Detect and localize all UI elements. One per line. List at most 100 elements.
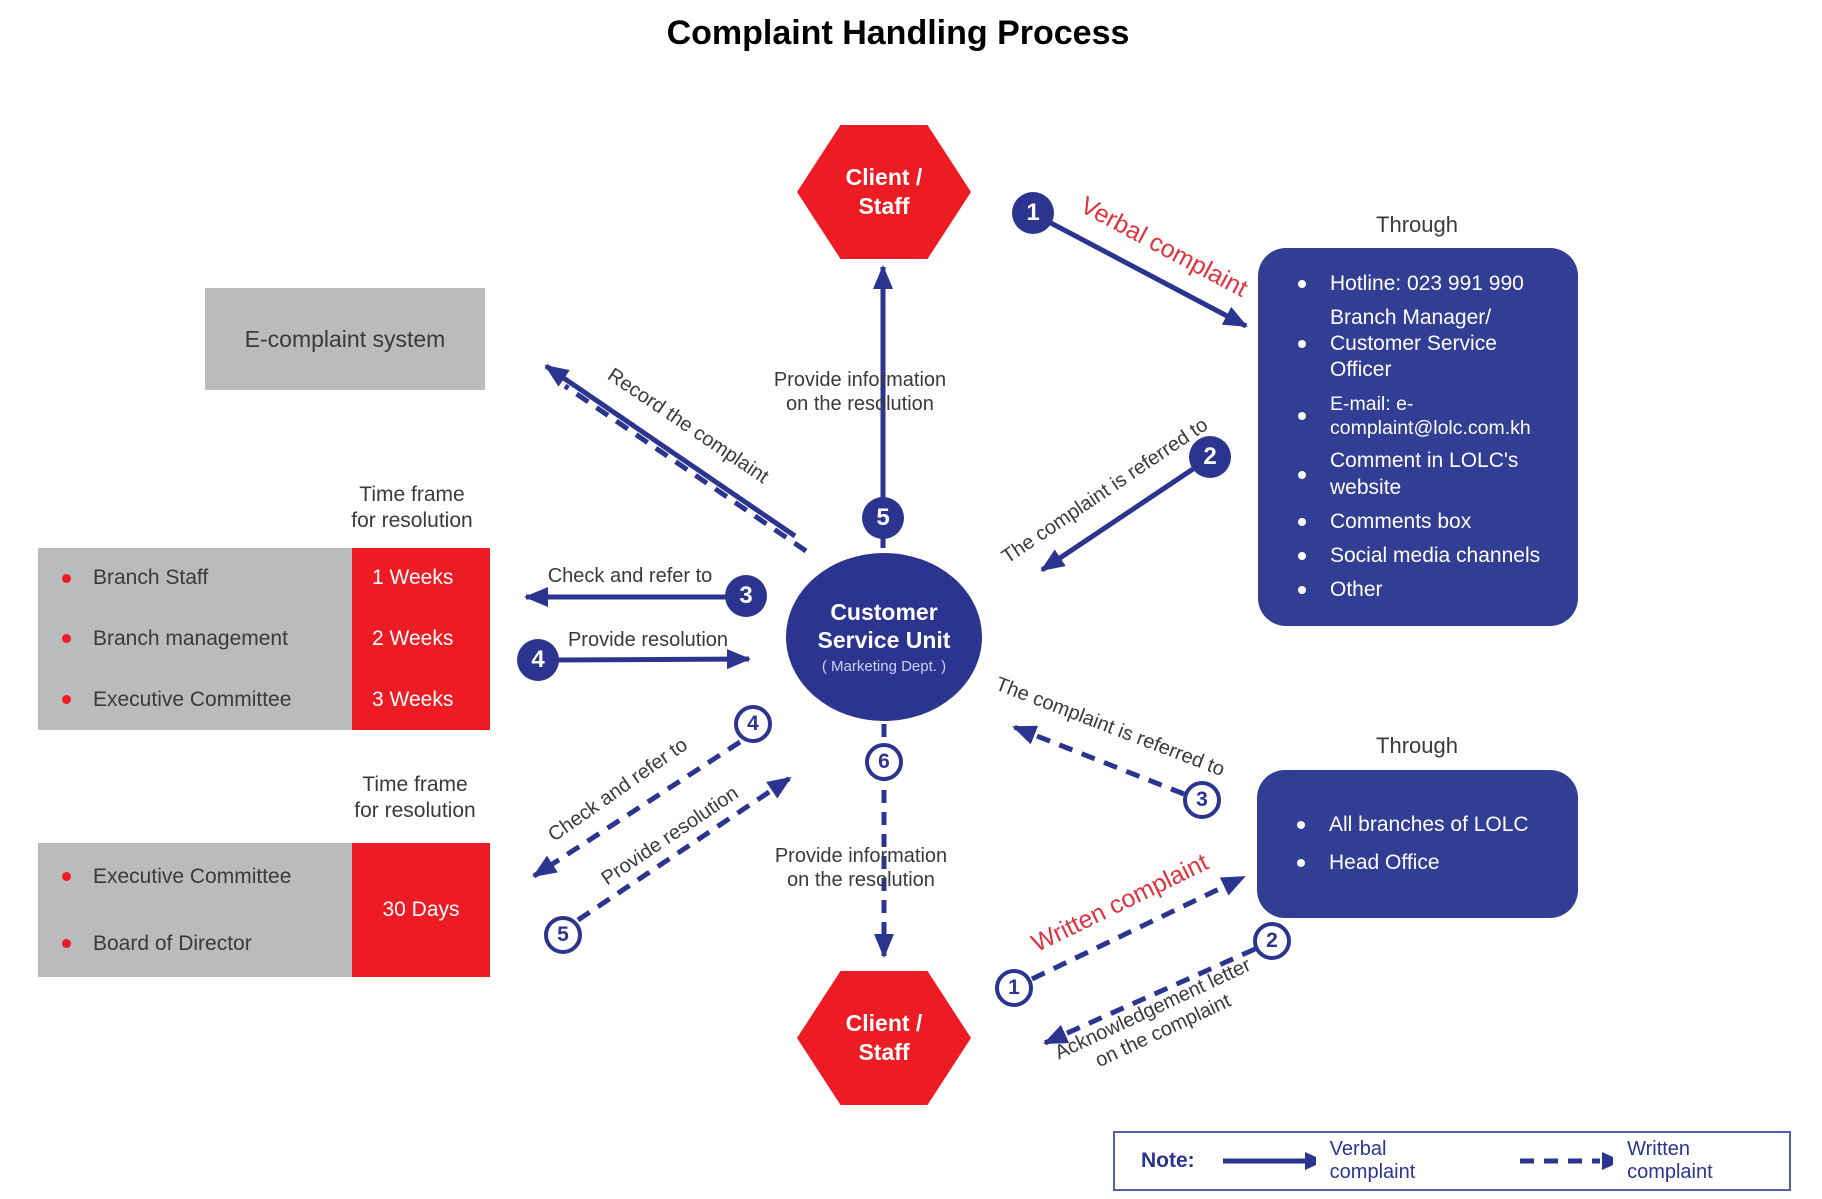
through1-list: Hotline: 023 991 990 Branch Manager/ Cus… bbox=[1258, 263, 1578, 612]
timeframe1-levels: Branch Staff Branch management Executive… bbox=[38, 548, 352, 730]
e-complaint-label: E-complaint system bbox=[244, 325, 446, 352]
e-complaint-system-box: E-complaint system bbox=[205, 288, 485, 390]
bullet-icon bbox=[62, 573, 71, 583]
step-badge-outline-5: 5 bbox=[544, 916, 582, 954]
row-value: 3 Weeks bbox=[372, 687, 454, 711]
step-badge-filled-4: 4 bbox=[517, 639, 559, 681]
check-refer-solid-label: Check and refer to bbox=[547, 565, 713, 587]
written-complaint-label: Written complaint bbox=[1027, 848, 1213, 958]
row-value: 30 Days bbox=[382, 898, 460, 921]
row-label: Branch management bbox=[93, 626, 288, 650]
bullet-icon bbox=[62, 872, 71, 881]
solid-arrow-icon bbox=[1222, 1152, 1316, 1170]
timeframe1-header: Time frame for resolution bbox=[351, 483, 473, 532]
client-staff-label-line2: Staff bbox=[858, 193, 910, 219]
legend-note-label: Note: bbox=[1141, 1149, 1195, 1172]
list-item: Comments box bbox=[1298, 509, 1560, 535]
timeframe1-values: 1 Weeks 2 Weeks 3 Weeks bbox=[352, 548, 490, 730]
bullet-icon bbox=[1298, 470, 1306, 479]
item-label: Social media channels bbox=[1330, 544, 1541, 567]
table-row: Branch management bbox=[38, 627, 352, 651]
legend-written-label: Written complaint bbox=[1627, 1138, 1713, 1183]
table-row: Branch Staff bbox=[38, 566, 352, 590]
verbal-complaint-label: Verbal complaint bbox=[1075, 191, 1253, 303]
page-title: Complaint Handling Process bbox=[666, 14, 1130, 52]
through2-box: All branches of LOLC Head Office bbox=[1257, 770, 1578, 918]
arrow-provide-resolution-solid bbox=[556, 649, 751, 670]
legend-box: Note: Verbal complaint Written complaint bbox=[1113, 1131, 1791, 1191]
bullet-icon bbox=[1298, 340, 1306, 349]
csu-label-line1: Customer bbox=[830, 598, 938, 625]
step-badge-outline-3: 3 bbox=[1183, 781, 1221, 819]
step-badge-filled-3: 3 bbox=[725, 575, 767, 617]
step-badge-outline-4: 4 bbox=[734, 705, 772, 743]
bullet-icon bbox=[62, 695, 71, 705]
referred-to-solid-label: The complaint is referred to bbox=[997, 413, 1213, 569]
step-badge-outline-2: 2 bbox=[1253, 922, 1291, 960]
through2-title: Through bbox=[1376, 733, 1458, 758]
table-row: Board of Director bbox=[38, 932, 352, 956]
through1-box: Hotline: 023 991 990 Branch Manager/ Cus… bbox=[1258, 248, 1578, 626]
csu-label-line2: Service Unit bbox=[817, 626, 951, 653]
timeframe2-header: Time frame for resolution bbox=[354, 773, 476, 822]
timeframe2-table: Executive Committee Board of Director 30… bbox=[38, 843, 490, 977]
item-label: Head Office bbox=[1329, 850, 1440, 874]
bullet-icon bbox=[1297, 821, 1305, 830]
provide-info-top-label: Provide information on the resolution bbox=[773, 369, 947, 415]
provide-resolution-solid-label: Provide resolution bbox=[567, 629, 729, 651]
dashed-arrow-icon bbox=[1520, 1152, 1614, 1170]
list-item: All branches of LOLC bbox=[1297, 812, 1560, 838]
list-item: E-mail: e-complaint@lolc.com.kh bbox=[1298, 392, 1560, 441]
client-staff-bottom-hexagon: Client / Staff bbox=[797, 971, 971, 1105]
bullet-icon bbox=[1297, 858, 1305, 867]
provide-info-bottom-label: Provide information on the resolution bbox=[774, 845, 948, 891]
bullet-icon bbox=[62, 939, 71, 948]
list-item: Social media channels bbox=[1298, 543, 1560, 569]
item-label: Other bbox=[1330, 578, 1383, 602]
bullet-icon bbox=[1298, 411, 1306, 420]
list-item: Other bbox=[1298, 577, 1560, 603]
row-value: 1 Weeks bbox=[372, 566, 454, 590]
item-label: Comment in LOLC's website bbox=[1330, 449, 1519, 499]
row-label: Board of Director bbox=[93, 931, 252, 955]
step-badge-filled-5: 5 bbox=[862, 497, 904, 539]
client-staff-label-line1: Client / bbox=[845, 164, 923, 191]
timeframe2-values: 30 Days bbox=[352, 843, 490, 977]
customer-service-unit-node: Customer Service Unit ( Marketing Dept. … bbox=[786, 553, 982, 721]
table-row: Executive Committee bbox=[38, 688, 352, 712]
list-item: Hotline: 023 991 990 bbox=[1298, 271, 1560, 297]
row-label: Branch Staff bbox=[93, 566, 209, 590]
csu-dept-label: ( Marketing Dept. ) bbox=[821, 658, 947, 676]
list-item: Head Office bbox=[1297, 850, 1560, 876]
referred-to-dashed-label: The complaint is referred to bbox=[992, 673, 1228, 781]
table-row: Executive Committee bbox=[38, 865, 352, 889]
step-badge-outline-6: 6 bbox=[865, 743, 903, 781]
legend-verbal-label: Verbal complaint bbox=[1329, 1138, 1416, 1183]
client-staff-label-line1: Client / bbox=[845, 1010, 923, 1037]
list-item: Branch Manager/ Customer Service Officer bbox=[1298, 305, 1560, 384]
list-item: Comment in LOLC's website bbox=[1298, 448, 1560, 501]
item-label: Hotline: 023 991 990 bbox=[1330, 271, 1524, 295]
step-badge-outline-1: 1 bbox=[995, 969, 1033, 1007]
item-label: Comments box bbox=[1330, 509, 1472, 533]
item-label: All branches of LOLC bbox=[1329, 813, 1529, 837]
item-label: E-mail: e-complaint@lolc.com.kh bbox=[1330, 392, 1531, 439]
step-badge-filled-2: 2 bbox=[1189, 436, 1231, 478]
client-staff-label-line2: Staff bbox=[858, 1039, 910, 1065]
item-label: Branch Manager/ Customer Service Officer bbox=[1330, 305, 1497, 382]
row-label: Executive Committee bbox=[93, 687, 292, 711]
step-badge-filled-1: 1 bbox=[1012, 192, 1054, 234]
row-label: Executive Committee bbox=[93, 864, 292, 888]
client-staff-top-hexagon: Client / Staff bbox=[797, 125, 971, 259]
bullet-icon bbox=[1298, 279, 1306, 288]
bullet-icon bbox=[1298, 586, 1306, 595]
bullet-icon bbox=[62, 634, 71, 644]
bullet-icon bbox=[1298, 517, 1306, 526]
timeframe1-table: Branch Staff Branch management Executive… bbox=[38, 548, 490, 730]
row-value: 2 Weeks bbox=[372, 626, 454, 650]
bullet-icon bbox=[1298, 552, 1306, 561]
through1-title: Through bbox=[1376, 212, 1458, 237]
through2-list: All branches of LOLC Head Office bbox=[1257, 801, 1578, 887]
timeframe2-levels: Executive Committee Board of Director bbox=[38, 843, 352, 977]
